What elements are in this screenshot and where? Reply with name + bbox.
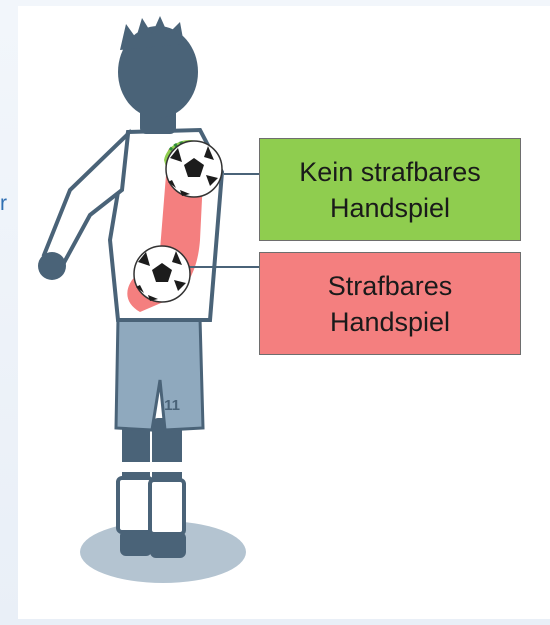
shirt-number: 11 <box>164 397 180 414</box>
label-penalty-line1: Strafbares <box>327 270 453 301</box>
label-no-penalty-line2: Handspiel <box>329 192 451 223</box>
left-hand <box>38 252 66 280</box>
shorts <box>114 316 205 432</box>
label-no-penalty-line1: Kein strafbares <box>299 156 481 187</box>
right-sock-band <box>150 462 184 472</box>
football-upper-icon <box>165 140 223 198</box>
football-lower-icon <box>133 245 191 303</box>
label-no-penalty-handball: Kein strafbares Handspiel <box>259 138 521 241</box>
left-shoe <box>116 476 154 534</box>
right-foot <box>150 532 186 558</box>
left-sock-band <box>120 462 152 472</box>
clipped-text: r <box>0 192 7 215</box>
hair <box>120 16 184 50</box>
left-foot <box>120 530 152 556</box>
head <box>118 26 198 118</box>
label-penalty-handball: Strafbares Handspiel <box>259 252 521 355</box>
label-penalty-line2: Handspiel <box>329 306 451 337</box>
right-shoe <box>148 478 186 536</box>
